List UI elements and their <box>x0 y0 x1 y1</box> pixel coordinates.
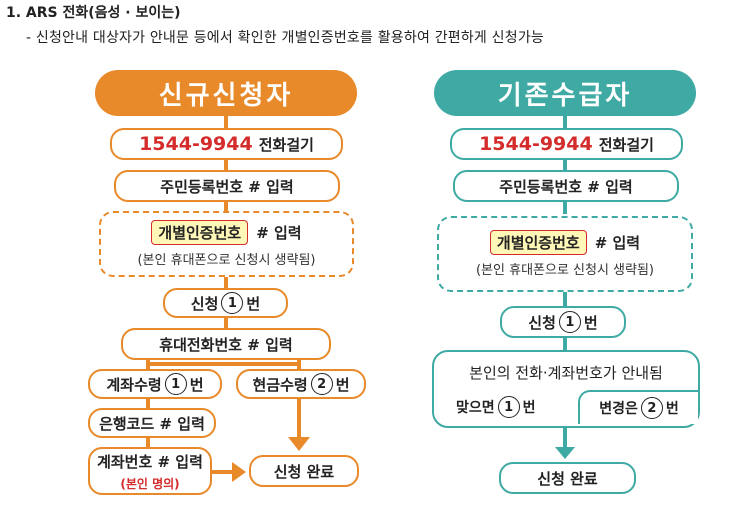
existing-recipient-header: 기존수급자 <box>434 70 696 116</box>
existing-call-label: 전화걸기 <box>598 135 654 154</box>
new-apply-suffix: 번 <box>246 294 261 313</box>
new-applicant-header: 신규신청자 <box>95 70 357 116</box>
existing-step-apply: 신청 1 번 <box>500 306 626 338</box>
new-acct-suffix: 번 <box>189 375 204 394</box>
existing-step-auth: 개별인증번호 # 입력 (본인 휴대폰으로 신청시 생략됨) <box>437 216 693 292</box>
new-acct-num: 1 <box>164 373 187 395</box>
existing-change-suffix: 번 <box>665 401 679 417</box>
existing-auth-pill: 개별인증번호 <box>489 230 587 255</box>
section-title: 1. ARS 전화(음성 · 보이는) <box>6 5 181 21</box>
new-step-mobile: 휴대전화번호 # 입력 <box>121 328 331 360</box>
new-step-apply: 신청 1 번 <box>163 288 288 318</box>
existing-change-text: 변경은 <box>599 401 638 417</box>
new-step-bank: 은행코드 # 입력 <box>88 408 216 438</box>
new-cash-text: 현금수령 <box>252 375 308 394</box>
new-auth-input: # 입력 <box>256 224 302 242</box>
existing-ok-text: 맞으면 <box>456 400 495 416</box>
new-cash-suffix: 번 <box>335 375 350 394</box>
new-apply-num: 1 <box>221 292 244 314</box>
existing-apply-num: 1 <box>558 311 581 333</box>
arrow-down-icon <box>288 437 310 451</box>
existing-step-rrn: 주민등록번호 # 입력 <box>453 170 679 202</box>
new-cash-num: 2 <box>310 373 333 395</box>
new-acct-text: 계좌수령 <box>106 375 162 394</box>
arrow-right-icon <box>232 462 246 482</box>
new-step-call: 1544-9944 전화걸기 <box>110 128 343 160</box>
existing-apply-text: 신청 <box>528 313 556 332</box>
section-description: - 신청안내 대상자가 안내문 등에서 확인한 개별인증번호를 활용하여 간편하… <box>26 30 544 46</box>
existing-auth-input: # 입력 <box>594 234 641 252</box>
existing-apply-suffix: 번 <box>583 313 598 332</box>
existing-change-num: 2 <box>640 397 663 419</box>
arrow-down-icon <box>555 447 575 459</box>
existing-step-done: 신청 완료 <box>499 462 636 494</box>
existing-ok-suffix: 번 <box>522 400 536 416</box>
new-apply-text: 신청 <box>190 294 219 313</box>
existing-step-call: 1544-9944 전화걸기 <box>450 128 683 160</box>
existing-ok-option: 맞으면 1 번 <box>456 396 536 418</box>
new-call-label: 전화걸기 <box>258 135 314 154</box>
new-step-account: 계좌수령 1 번 <box>88 369 222 399</box>
new-step-rrn: 주민등록번호 # 입력 <box>114 170 340 202</box>
existing-auth-note: (본인 휴대폰으로 신청시 생략됨) <box>475 263 655 278</box>
new-step-acctno: 계좌번호 # 입력 (본인 명의) <box>88 447 212 495</box>
new-acctno-note: (본인 명의) <box>120 476 180 491</box>
new-phone-number: 1544-9944 <box>139 133 253 155</box>
existing-guide-text: 본인의 전화·계좌번호가 안내됨 <box>469 364 663 382</box>
new-acctno-text: 계좌번호 # 입력 <box>97 452 203 471</box>
existing-ok-num: 1 <box>497 396 520 418</box>
existing-step-guide: 본인의 전화·계좌번호가 안내됨 맞으면 1 번 변경은 2 번 <box>432 350 700 428</box>
new-step-done: 신청 완료 <box>249 455 359 487</box>
new-auth-pill: 개별인증번호 <box>151 220 249 245</box>
new-step-cash: 현금수령 2 번 <box>236 369 366 399</box>
new-step-auth: 개별인증번호 # 입력 (본인 휴대폰으로 신청시 생략됨) <box>99 211 354 277</box>
new-auth-note: (본인 휴대폰으로 신청시 생략됨) <box>137 253 316 268</box>
existing-change-option: 변경은 2 번 <box>578 390 698 424</box>
existing-phone-number: 1544-9944 <box>479 133 593 155</box>
